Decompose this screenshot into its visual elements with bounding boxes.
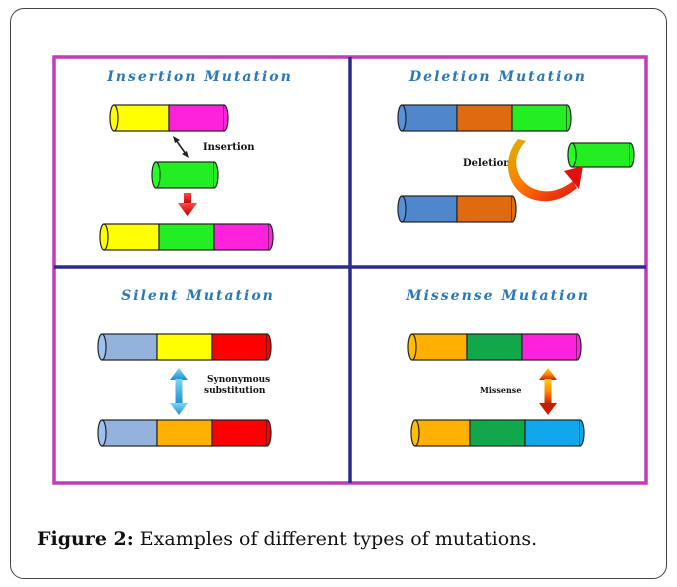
insertion-double-arrow-icon	[173, 136, 189, 158]
dna-left-cap	[109, 104, 119, 132]
dna-segment-yellow	[103, 223, 160, 251]
dna-segment-orange	[156, 419, 213, 447]
dna-right-cap	[576, 333, 582, 361]
mutation-diagram: Insertion Mutation Deletion Mutation Sil…	[52, 55, 648, 485]
gene-deletion-removed	[567, 142, 635, 168]
gene-missense-result	[410, 419, 585, 447]
gene-insertion-original	[109, 104, 229, 132]
dna-segment-blue	[401, 104, 458, 132]
dna-segment-magenta	[168, 104, 225, 132]
gene-missense-original	[407, 333, 582, 361]
dna-right-cap	[268, 223, 274, 251]
panel-title-insertion: Insertion Mutation	[106, 69, 293, 85]
gene-silent-result	[97, 419, 272, 447]
panel-title-silent: Silent Mutation	[121, 288, 275, 304]
dna-left-cap	[99, 223, 109, 251]
panel-title-missense: Missense Mutation	[405, 288, 590, 304]
dna-segment-orange	[411, 333, 468, 361]
dna-right-cap	[629, 142, 635, 168]
dna-segment-green	[158, 223, 215, 251]
dna-segment-orange	[414, 419, 471, 447]
silent-label-line-2: substitution	[204, 386, 266, 396]
insertion-down-arrow-icon	[178, 193, 197, 216]
dna-segment-green	[571, 142, 631, 168]
dna-segment-yellow	[113, 104, 170, 132]
insertion-label: Insertion	[203, 142, 255, 153]
gene-silent-original	[97, 333, 272, 361]
dna-right-cap	[223, 104, 229, 132]
dna-right-cap	[266, 419, 272, 447]
dna-left-cap	[97, 333, 107, 361]
dna-segment-magenta	[521, 333, 578, 361]
mutation-diagram-svg: Insertion Mutation Deletion Mutation Sil…	[52, 55, 648, 485]
silent-label-line-1: Synonymous	[207, 375, 270, 385]
dna-left-cap	[567, 142, 577, 168]
dna-segment-blue	[401, 195, 458, 223]
dna-left-cap	[410, 419, 420, 447]
dna-right-cap	[266, 333, 272, 361]
missense-label: Missense	[480, 385, 521, 395]
dna-segment-dark_green	[466, 333, 523, 361]
figure-caption: Figure 2: Examples of different types of…	[37, 528, 537, 550]
dna-segment-green	[511, 104, 568, 132]
dna-right-cap	[213, 161, 219, 189]
dna-left-cap	[397, 104, 407, 132]
dna-left-cap	[97, 419, 107, 447]
dna-segment-orange_dark	[456, 195, 513, 223]
dna-segment-magenta	[213, 223, 270, 251]
gene-deletion-result	[397, 195, 517, 223]
silent-double-arrow-icon	[170, 368, 188, 415]
panel-title-deletion: Deletion Mutation	[408, 69, 587, 85]
dna-left-cap	[397, 195, 407, 223]
dna-segment-dark_green	[469, 419, 526, 447]
dna-segment-orange_dark	[456, 104, 513, 132]
dna-left-cap	[151, 161, 161, 189]
dna-left-cap	[407, 333, 417, 361]
dna-segment-light_blue	[101, 333, 158, 361]
gene-insertion-result	[99, 223, 274, 251]
deletion-curved-arrow-icon	[507, 139, 583, 202]
deletion-label: Deletion	[463, 158, 511, 169]
dna-segment-light_blue	[101, 419, 158, 447]
dna-segment-red	[211, 419, 268, 447]
dna-right-cap	[579, 419, 585, 447]
dna-segment-yellow	[156, 333, 213, 361]
caption-label: Figure 2:	[37, 528, 134, 550]
gene-deletion-original	[397, 104, 572, 132]
caption-text: Examples of different types of mutations…	[133, 528, 538, 550]
dna-right-cap	[566, 104, 572, 132]
gene-insertion-segment	[151, 161, 219, 189]
dna-segment-green	[155, 161, 215, 189]
missense-double-arrow-icon	[539, 368, 557, 415]
dna-right-cap	[511, 195, 517, 223]
dna-segment-red	[211, 333, 268, 361]
dna-segment-cyan	[524, 419, 581, 447]
